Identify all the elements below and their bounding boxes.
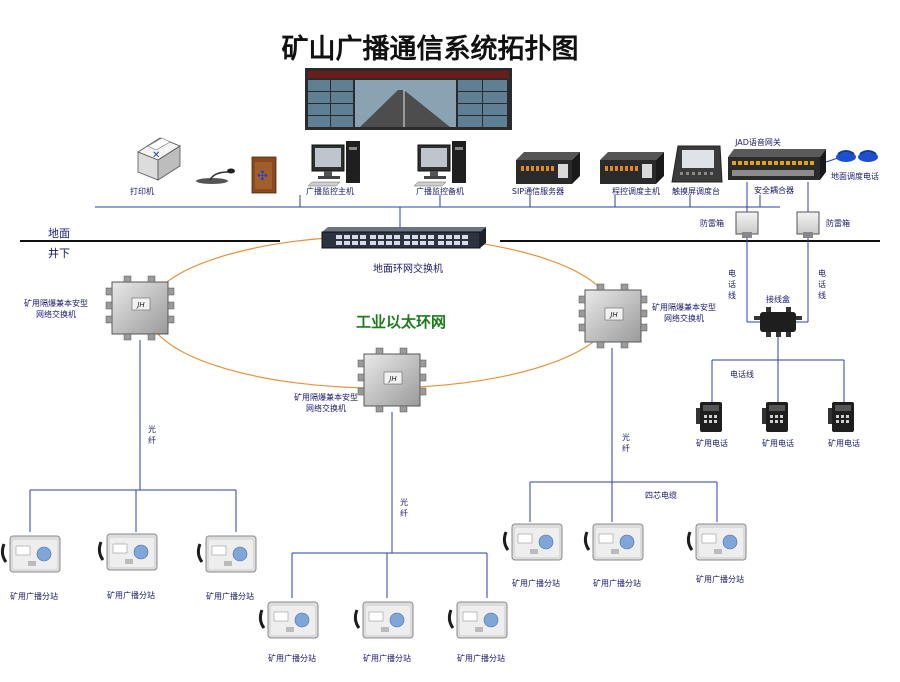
lightning-box-label-left: 防雷箱	[700, 218, 724, 228]
printer-label: 打印机	[130, 186, 154, 196]
switch-icon: JH	[578, 283, 648, 349]
speaker-icon: ✣	[251, 156, 277, 194]
svg-text:JH: JH	[608, 311, 618, 319]
junction-box-icon	[754, 307, 802, 337]
mine-switch-label-right: 矿用隔爆兼本安型网络交换机	[652, 302, 716, 323]
mine-phone-label-2: 矿用电话	[762, 438, 794, 448]
broadcast-station-icon	[196, 535, 257, 573]
server-icon	[516, 152, 580, 184]
broadcast-station-label: 矿用广播分站	[268, 653, 316, 663]
phone-icon	[825, 150, 878, 163]
microphone-icon	[196, 168, 235, 184]
fiber-label-right: 光纤	[622, 432, 630, 453]
surface-switch-label: 地面环网交换机	[373, 262, 443, 275]
svg-text:✣: ✣	[257, 169, 268, 184]
svg-text:JH: JH	[387, 375, 397, 383]
switch-icon	[321, 227, 486, 249]
safety-coupler-label: 安全耦合器	[754, 185, 794, 195]
printer-icon: ✕	[137, 137, 181, 181]
broadcast-station-icon	[97, 533, 158, 571]
lightning-box-icon	[796, 211, 820, 238]
console-icon	[671, 145, 723, 183]
broadcast-station-icon	[447, 601, 508, 639]
voice-gateway-label: JAD语音网关	[734, 137, 781, 147]
mine-phone-label-3: 矿用电话	[828, 438, 860, 448]
diagram-title: 矿山广播通信系统拓扑图	[282, 33, 579, 65]
ground-below-label: 井下	[48, 246, 70, 260]
broadcast-station-icon	[258, 601, 319, 639]
broadcast-station-icon	[686, 523, 747, 561]
broadcast-stations: 矿用广播分站矿用广播分站矿用广播分站矿用广播分站矿用广播分站矿用广播分站矿用广播…	[0, 523, 747, 663]
broadcast-station-icon	[502, 523, 563, 561]
broadcast-station-label: 矿用广播分站	[696, 574, 744, 584]
server-icon	[600, 152, 664, 184]
mine-phone-label-1: 矿用电话	[696, 438, 728, 448]
mine-switch-label-center: 矿用隔爆兼本安型网络交换机	[294, 392, 358, 413]
sip-server-label: SIP通信服务器	[512, 186, 564, 196]
computer-icon	[307, 141, 360, 187]
broadcast-station-label: 矿用广播分站	[107, 590, 155, 600]
junction-box-label: 接线盒	[766, 294, 790, 304]
broadcast-station-label: 矿用广播分站	[206, 591, 254, 601]
fiber-label-center: 光纤	[400, 497, 408, 518]
svg-text:✕: ✕	[152, 150, 160, 161]
ground-surface-label: 地面	[48, 227, 70, 240]
phone-icon	[762, 402, 788, 432]
phone-line-label-left: 电话线	[728, 268, 736, 300]
svg-text:JH: JH	[135, 301, 145, 309]
broadcast-station-label: 矿用广播分站	[363, 653, 411, 663]
video-wall	[305, 68, 512, 130]
backup-host-label: 广播监控备机	[416, 186, 464, 196]
broadcast-station-icon	[353, 601, 414, 639]
switch-icon: JH	[357, 347, 427, 413]
ring-label: 工业以太环网	[356, 313, 446, 331]
monitor-host-label: 广播监控主机	[306, 186, 354, 196]
dispatch-host-label: 程控调度主机	[612, 186, 660, 196]
mine-switch-label-left: 矿用隔爆兼本安型网络交换机	[24, 298, 88, 319]
computer-icon	[413, 141, 466, 187]
broadcast-station-label: 矿用广播分站	[593, 578, 641, 588]
broadcast-station-icon	[583, 523, 644, 561]
phone-cable-label: 电话线	[730, 369, 754, 379]
four-core-cable-label: 四芯电缆	[645, 490, 677, 500]
broadcast-station-label: 矿用广播分站	[512, 578, 560, 588]
gateway-icon	[728, 149, 826, 180]
phone-icon	[828, 402, 854, 432]
broadcast-station-icon	[0, 535, 61, 573]
switch-icon: JH	[105, 275, 175, 341]
ground-phone-label: 地面调度电话	[831, 171, 879, 181]
touch-console-label: 触摸屏调度台	[672, 186, 720, 196]
phone-icon	[696, 402, 722, 432]
phone-line-label-right: 电话线	[818, 268, 826, 300]
lightning-box-icon	[735, 211, 759, 238]
fiber-label-left: 光纤	[148, 424, 156, 445]
broadcast-station-label: 矿用广播分站	[10, 591, 58, 601]
lightning-box-label-right: 防雷箱	[826, 218, 850, 228]
broadcast-station-label: 矿用广播分站	[457, 653, 505, 663]
